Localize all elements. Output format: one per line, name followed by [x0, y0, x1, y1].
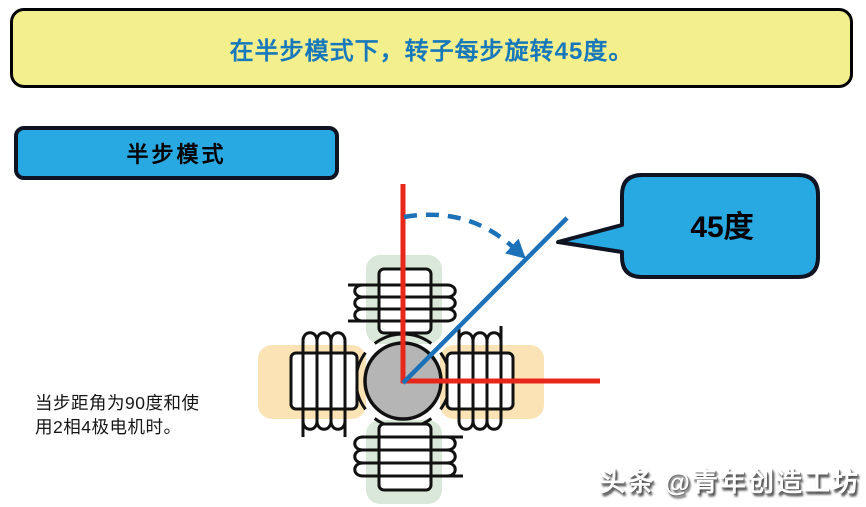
coil-bottom-bobbin	[377, 422, 433, 492]
note-line-2: 用2相4极电机时。	[35, 417, 182, 437]
callout: 45度	[556, 173, 820, 279]
rotation-arc-arrow	[403, 212, 526, 259]
banner-text: 在半步模式下，转子每步旋转45度。	[229, 37, 634, 65]
coil-left-winding	[301, 331, 347, 437]
watermark: 头条 @青年创造工坊	[599, 467, 860, 497]
note-text: 当步距角为90度和使 用2相4极电机时。	[35, 391, 255, 439]
callout-text: 45度	[690, 211, 753, 244]
rotation-line	[401, 216, 569, 385]
coil-bottom	[353, 422, 463, 492]
coil-left	[289, 331, 359, 437]
coil-bottom-winding	[353, 435, 463, 478]
coil-left-bobbin	[289, 351, 359, 411]
banner: 在半步模式下，转子每步旋转45度。	[10, 8, 853, 88]
note-line-1: 当步距角为90度和使	[35, 393, 200, 413]
callout-bubble	[556, 173, 820, 279]
mode-label-text: 半步模式	[126, 142, 227, 167]
mode-label-badge: 半步模式	[14, 126, 339, 180]
